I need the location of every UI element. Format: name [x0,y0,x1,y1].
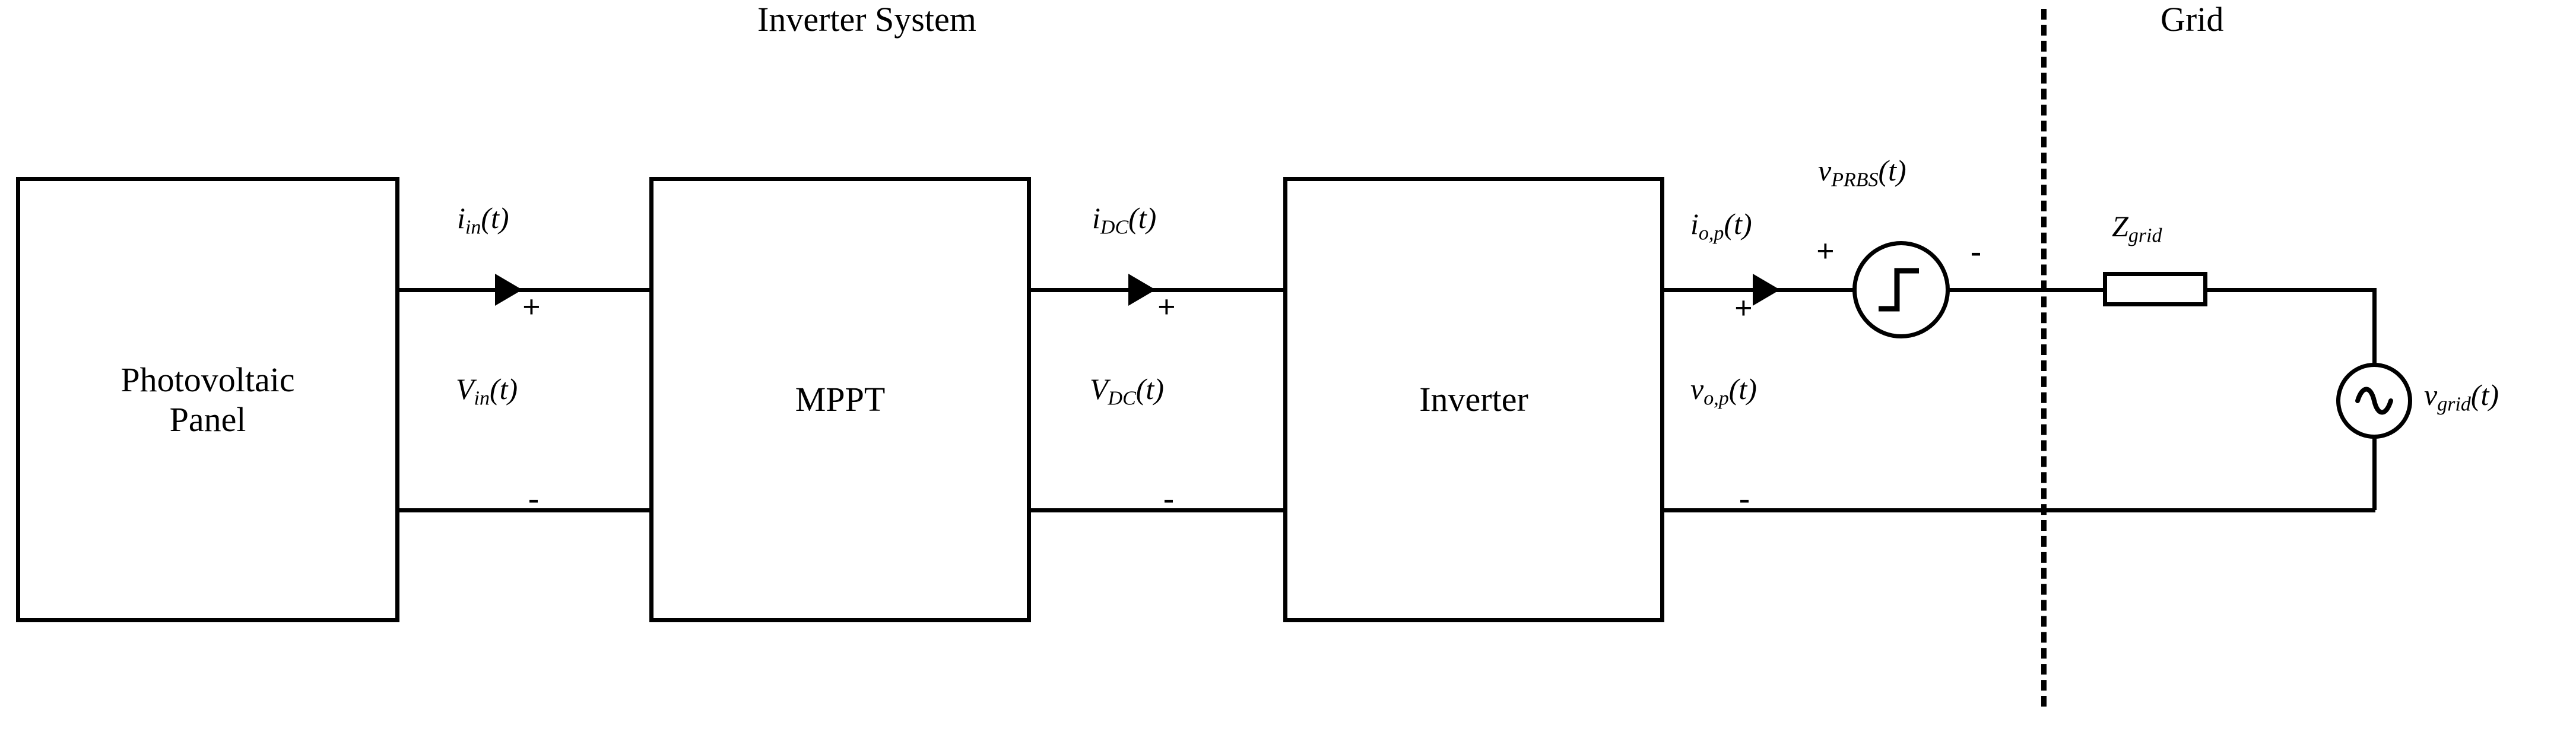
label-v-prbs-sub: PRBS [1831,169,1879,191]
label-v-in-arg: (t) [490,372,518,406]
label-v-op: vo,p(t) [1690,374,1757,409]
polarity-minus-v-op: - [1739,480,1750,516]
label-i-op-sub: o,p [1698,222,1724,245]
polarity-minus-v-prbs: - [1971,233,1981,269]
label-v-grid-arg: (t) [2470,378,2499,411]
current-arrow-i-in [495,274,522,306]
label-v-dc-base: V [1090,372,1108,406]
grid-ac-source-circle[interactable] [2336,363,2412,439]
prbs-source-circle[interactable] [1852,241,1950,338]
inverter-system-title: Inverter System [757,0,976,39]
photovoltaic-panel-block[interactable]: Photovoltaic Panel [16,177,399,622]
label-i-in-base: i [457,201,465,235]
wire-mppt-to-inverter-top [1029,288,1286,292]
polarity-plus-v-in: + [522,289,541,325]
wire-grid-source-upper-leg [2372,288,2377,364]
current-arrow-i-op [1753,274,1780,306]
mppt-block[interactable]: MPPT [649,177,1031,622]
wire-inverter-to-grid-bottom [1663,508,2375,512]
mppt-label: MPPT [795,380,886,419]
label-i-op: io,p(t) [1690,209,1752,244]
photovoltaic-panel-label: Photovoltaic Panel [120,360,295,439]
label-v-dc-arg: (t) [1135,372,1164,406]
label-i-dc-base: i [1092,201,1100,235]
label-v-op-sub: o,p [1703,387,1729,410]
label-v-dc: VDC(t) [1090,374,1164,409]
label-z-grid-base: Z [2112,210,2128,243]
polarity-plus-v-prbs: + [1816,233,1835,269]
label-v-op-base: v [1690,372,1704,406]
label-i-in-arg: (t) [481,201,509,235]
label-i-op-arg: (t) [1724,207,1752,240]
label-z-grid: Zgrid [2112,211,2162,246]
polarity-plus-v-dc: + [1157,289,1176,325]
label-v-grid: vgrid(t) [2424,380,2499,415]
label-i-dc-sub: DC [1100,216,1129,239]
wire-prbs-to-zgrid [1949,288,2104,292]
label-v-dc-sub: DC [1108,387,1136,410]
polarity-minus-v-in: - [528,480,539,516]
inverter-label: Inverter [1419,380,1528,419]
label-i-dc-arg: (t) [1128,201,1157,235]
label-v-in-base: V [456,372,474,406]
wire-grid-source-lower-leg [2372,436,2377,510]
grid-title: Grid [2161,0,2224,39]
wire-pv-to-mppt-bottom [398,508,652,512]
dashed-boundary-line [2041,9,2047,707]
inverter-block[interactable]: Inverter [1283,177,1664,622]
label-v-grid-base: v [2424,378,2438,411]
label-z-grid-sub: grid [2128,224,2162,247]
wire-zgrid-to-grid-source-top [2206,288,2377,292]
label-v-in: Vin(t) [456,374,518,409]
label-v-op-arg: (t) [1728,372,1757,406]
wire-pv-to-mppt-top [398,288,652,292]
wire-mppt-to-inverter-bottom [1029,508,1286,512]
grid-impedance-resistor[interactable] [2103,272,2207,306]
label-v-prbs: vPRBS(t) [1818,156,1906,191]
label-v-in-sub: in [474,387,490,410]
label-i-op-base: i [1690,207,1699,240]
polarity-minus-v-dc: - [1163,480,1174,516]
label-i-in: iin(t) [457,203,509,238]
label-v-prbs-base: v [1818,154,1832,187]
label-i-in-sub: in [465,216,481,239]
polarity-plus-v-op: + [1734,290,1753,326]
current-arrow-i-dc [1128,274,1156,306]
label-v-grid-sub: grid [2437,393,2471,416]
label-i-dc: iDC(t) [1092,203,1156,238]
label-v-prbs-arg: (t) [1878,154,1906,187]
